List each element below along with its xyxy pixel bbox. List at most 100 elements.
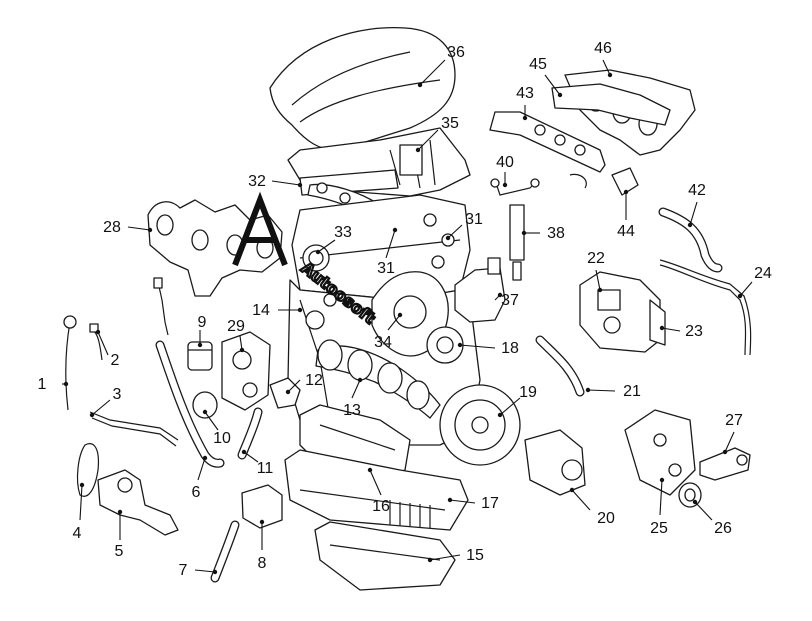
callout-6: 6 (192, 455, 208, 501)
callout-dot (597, 287, 603, 293)
manifold-gasket (551, 83, 671, 126)
callout-number: 6 (192, 484, 201, 501)
callout-dot (397, 312, 403, 318)
callout-11: 11 (241, 449, 273, 477)
callout-leader (724, 431, 735, 453)
callout-dot (692, 499, 698, 505)
callout-3: 3 (89, 386, 122, 418)
fuel-rail (489, 111, 606, 189)
callout-number: 28 (103, 219, 121, 236)
callout-leader (243, 451, 259, 463)
callout-dot (297, 307, 303, 313)
callout-number: 22 (587, 250, 605, 267)
callout-leader (385, 229, 396, 259)
callout-36: 36 (417, 44, 465, 88)
callout-dot (95, 329, 101, 335)
callout-9: 9 (198, 314, 207, 348)
callout-dot (89, 412, 95, 418)
callout-37: 37 (494, 292, 519, 309)
vacuum-pump (97, 469, 179, 536)
pipe-bracket (490, 178, 540, 196)
callout-number: 45 (529, 56, 547, 73)
callout-34: 34 (374, 312, 403, 351)
callout-24: 24 (737, 265, 772, 299)
crankshaft (315, 339, 441, 419)
callout-dot (202, 409, 208, 415)
callout-43: 43 (516, 85, 534, 121)
callout-dot (212, 569, 218, 575)
callout-number: 35 (441, 115, 459, 132)
callout-number: 13 (343, 402, 361, 419)
callout-leader (689, 201, 698, 226)
callout-leader (499, 397, 521, 416)
callout-dot (659, 325, 665, 331)
vacuum-hose (210, 520, 240, 583)
callout-dot (497, 412, 503, 418)
callout-number: 19 (519, 384, 537, 401)
callout-1: 1 (38, 376, 69, 393)
callout-number: 5 (115, 543, 124, 560)
callout-22: 22 (587, 250, 605, 293)
vent-tube (89, 411, 179, 447)
callout-40: 40 (496, 154, 514, 188)
callout-dot (239, 347, 245, 353)
callout-number: 3 (113, 386, 122, 403)
oil-pressure-sensor (192, 391, 218, 419)
callout-number: 27 (725, 412, 743, 429)
callout-dot (241, 449, 247, 455)
flywheel (439, 384, 521, 466)
callout-42: 42 (687, 182, 706, 228)
callout-leader (387, 314, 401, 331)
callout-dot (357, 377, 363, 383)
callout-leader (91, 399, 111, 416)
callout-leader (659, 479, 663, 516)
callout-leader (694, 501, 713, 521)
callout-leader (602, 59, 611, 76)
callout-leader (204, 411, 219, 431)
callout-leader (459, 344, 496, 349)
callout-18: 18 (457, 340, 519, 357)
coolant-hose-upper (658, 207, 723, 273)
callout-dot (607, 72, 613, 78)
callout-23: 23 (659, 323, 703, 340)
cam-seal (302, 244, 330, 272)
callout-leader (317, 239, 336, 253)
cable-clip (89, 323, 103, 361)
timing-belt (371, 271, 449, 357)
callout-number: 40 (496, 154, 514, 171)
callout-number: 29 (227, 318, 245, 335)
callout-35: 35 (415, 115, 459, 153)
starter-motor (524, 429, 586, 496)
callout-leader (287, 379, 301, 393)
callout-dot (623, 189, 629, 195)
oil-pan (284, 449, 469, 531)
callout-leader (194, 569, 216, 573)
callout-leader (571, 489, 591, 511)
radiator-hose (155, 340, 225, 468)
callout-dot (557, 92, 563, 98)
callout-leader (79, 484, 83, 521)
exhaust-manifold (147, 199, 283, 297)
callout-number: 14 (252, 302, 270, 319)
callout-number: 38 (547, 225, 565, 242)
callout-number: 18 (501, 340, 519, 357)
callout-number: 20 (597, 510, 615, 527)
throttle-body (579, 271, 661, 353)
callout-leader (449, 499, 476, 504)
callout-19: 19 (497, 384, 537, 418)
callout-leader (239, 335, 243, 351)
callout-number: 10 (213, 430, 231, 447)
callout-number: 32 (248, 173, 266, 190)
callout-44: 44 (617, 189, 635, 240)
thermostat-housing (269, 377, 301, 409)
callout-5: 5 (115, 509, 124, 560)
callout-number: 43 (516, 85, 534, 102)
fuel-injector (509, 204, 525, 281)
callout-17: 17 (447, 495, 499, 512)
callout-leader (595, 269, 601, 291)
callout-leader (351, 379, 361, 399)
callout-dot (315, 249, 321, 255)
mount-bushing (678, 482, 702, 508)
callout-dot (687, 222, 693, 228)
